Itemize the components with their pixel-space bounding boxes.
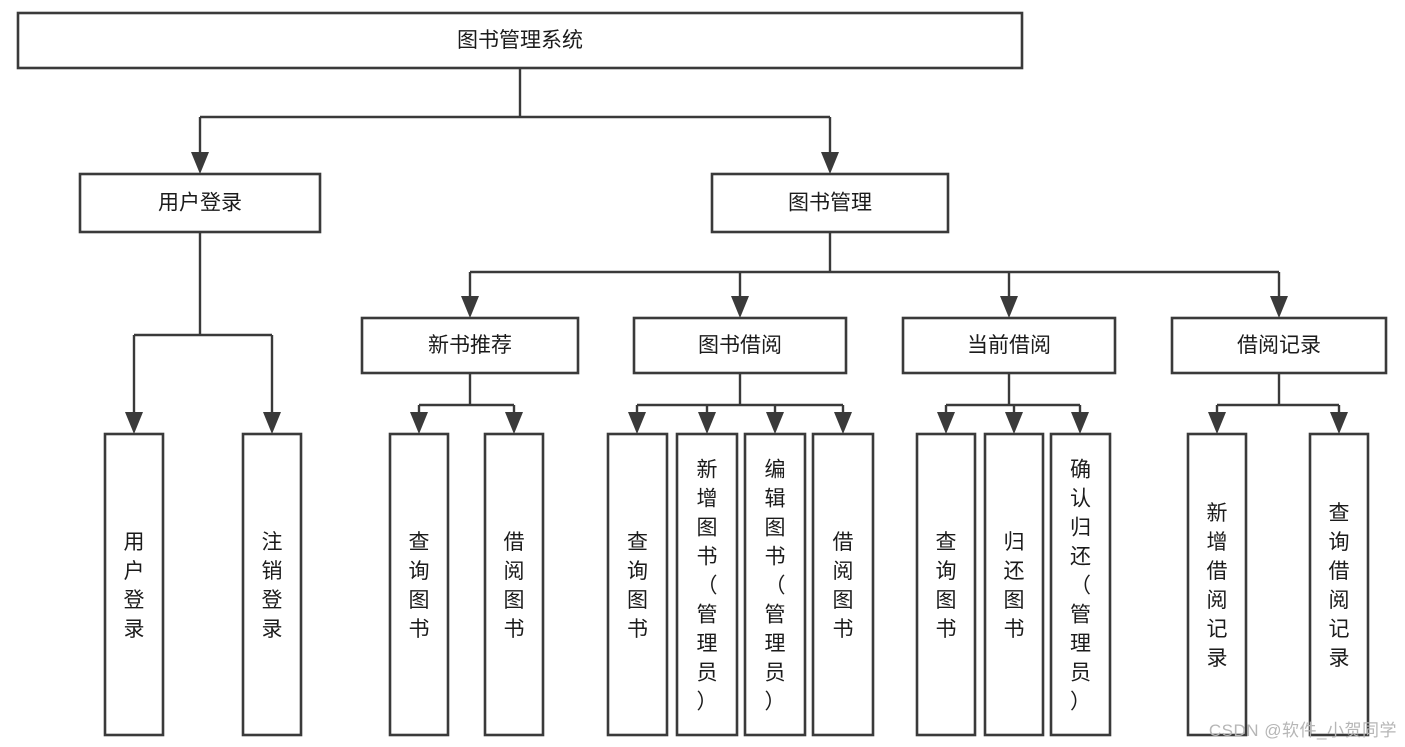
arrow-down-icon <box>821 152 839 174</box>
node-level3-3[interactable]: 借阅记录 <box>1170 316 1388 375</box>
leaf-borrow-record-1-box[interactable] <box>1308 432 1370 737</box>
leaf-user-login-0-box[interactable] <box>103 432 165 737</box>
node-user-login-box[interactable] <box>78 172 322 234</box>
node-level3-0[interactable]: 新书推荐 <box>360 316 580 375</box>
node-book-management-box[interactable] <box>710 172 950 234</box>
node-root-system-box[interactable] <box>16 11 1024 70</box>
leaf-new-book-recommend-0-label: 查询图书 <box>409 531 430 641</box>
leaf-borrow-record-0-label: 新增借阅记录 <box>1207 502 1228 670</box>
leaf-current-borrow-1[interactable]: 归还图书 <box>983 432 1045 737</box>
node-level3-3-label: 借阅记录 <box>1237 334 1321 357</box>
node-level3-1-box[interactable] <box>632 316 848 375</box>
leaf-new-book-recommend-0-box[interactable] <box>388 432 450 737</box>
node-level3-0-label: 新书推荐 <box>428 334 512 357</box>
leaf-current-borrow-2[interactable]: 确认归还（管理员） <box>1049 432 1112 737</box>
arrow-down-icon <box>766 412 784 434</box>
arrow-down-icon <box>937 412 955 434</box>
leaf-current-borrow-1-box[interactable] <box>983 432 1045 737</box>
arrow-down-icon <box>410 412 428 434</box>
leaf-book-borrow-0-box[interactable] <box>606 432 669 737</box>
leaf-current-borrow-2-box[interactable] <box>1049 432 1112 737</box>
leaf-borrow-record-0-box[interactable] <box>1186 432 1248 737</box>
leaf-user-login-0[interactable]: 用户登录 <box>103 432 165 737</box>
leaf-book-borrow-1-box[interactable] <box>675 432 739 737</box>
node-book-management[interactable]: 图书管理 <box>710 172 950 234</box>
arrow-down-icon <box>1330 412 1348 434</box>
leaf-book-borrow-3[interactable]: 借阅图书 <box>811 432 875 737</box>
leaf-book-borrow-2-box[interactable] <box>743 432 807 737</box>
leaf-user-login-1-label: 注销登录 <box>262 531 283 641</box>
leaf-borrow-record-1[interactable]: 查询借阅记录 <box>1308 432 1370 737</box>
node-user-login[interactable]: 用户登录 <box>78 172 322 234</box>
connector-layer <box>125 68 1348 434</box>
arrow-down-icon <box>1000 296 1018 318</box>
leaf-book-borrow-1-label: 新增图书（管理员） <box>697 459 718 714</box>
arrow-down-icon <box>834 412 852 434</box>
leaf-user-login-1[interactable]: 注销登录 <box>241 432 303 737</box>
leaf-book-borrow-3-box[interactable] <box>811 432 875 737</box>
arrow-down-icon <box>628 412 646 434</box>
leaf-new-book-recommend-0[interactable]: 查询图书 <box>388 432 450 737</box>
node-level3-2[interactable]: 当前借阅 <box>901 316 1117 375</box>
node-level3-2-box[interactable] <box>901 316 1117 375</box>
leaf-user-login-1-box[interactable] <box>241 432 303 737</box>
leaf-book-borrow-3-label: 借阅图书 <box>833 531 854 641</box>
arrow-down-icon <box>505 412 523 434</box>
node-root-system-label: 图书管理系统 <box>457 29 583 52</box>
arrow-down-icon <box>263 412 281 434</box>
leaf-borrow-record-0[interactable]: 新增借阅记录 <box>1186 432 1248 737</box>
leaf-current-borrow-0[interactable]: 查询图书 <box>915 432 977 737</box>
leaf-new-book-recommend-1-box[interactable] <box>483 432 545 737</box>
leaf-book-borrow-0[interactable]: 查询图书 <box>606 432 669 737</box>
arrow-down-icon <box>1270 296 1288 318</box>
arrow-down-icon <box>1071 412 1089 434</box>
node-root-system[interactable]: 图书管理系统 <box>16 11 1024 70</box>
leaf-current-borrow-1-label: 归还图书 <box>1004 531 1025 641</box>
node-user-login-label: 用户登录 <box>158 192 242 215</box>
leaf-book-borrow-2[interactable]: 编辑图书（管理员） <box>743 432 807 737</box>
arrow-down-icon <box>731 296 749 318</box>
node-layer: 图书管理系统用户登录图书管理新书推荐图书借阅当前借阅借阅记录用户登录注销登录查询… <box>16 11 1388 737</box>
leaf-borrow-record-1-label: 查询借阅记录 <box>1329 502 1350 670</box>
leaf-current-borrow-0-box[interactable] <box>915 432 977 737</box>
arrow-down-icon <box>1208 412 1226 434</box>
leaf-book-borrow-0-label: 查询图书 <box>627 531 648 641</box>
leaf-book-borrow-2-label: 编辑图书（管理员） <box>765 459 786 714</box>
node-book-management-label: 图书管理 <box>788 192 872 215</box>
arrow-down-icon <box>191 152 209 174</box>
leaf-new-book-recommend-1-label: 借阅图书 <box>504 531 525 641</box>
node-level3-2-label: 当前借阅 <box>967 334 1051 357</box>
leaf-user-login-0-label: 用户登录 <box>124 531 145 641</box>
leaf-current-borrow-2-label: 确认归还（管理员） <box>1070 459 1091 714</box>
node-level3-3-box[interactable] <box>1170 316 1388 375</box>
arrow-down-icon <box>461 296 479 318</box>
node-level3-0-box[interactable] <box>360 316 580 375</box>
node-level3-1-label: 图书借阅 <box>698 334 782 357</box>
leaf-new-book-recommend-1[interactable]: 借阅图书 <box>483 432 545 737</box>
leaf-current-borrow-0-label: 查询图书 <box>936 531 957 641</box>
arrow-down-icon <box>698 412 716 434</box>
leaf-book-borrow-1[interactable]: 新增图书（管理员） <box>675 432 739 737</box>
node-level3-1[interactable]: 图书借阅 <box>632 316 848 375</box>
arrow-down-icon <box>1005 412 1023 434</box>
arrow-down-icon <box>125 412 143 434</box>
